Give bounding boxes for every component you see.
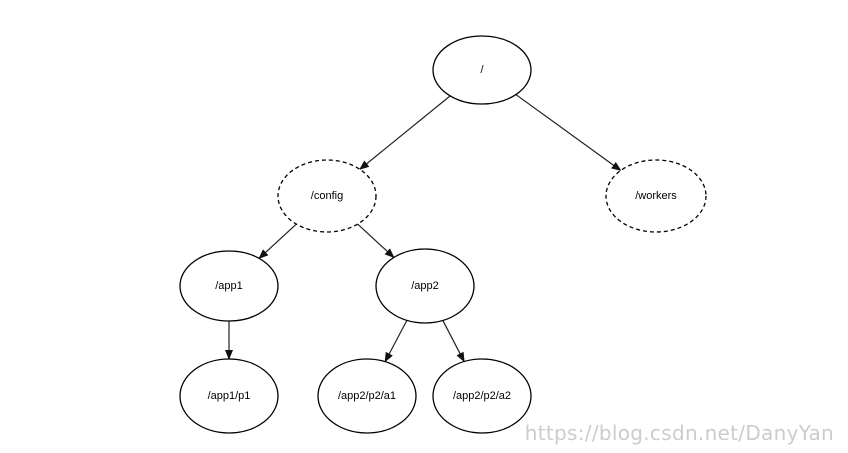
node-app2-p2-a1-label: /app2/p2/a1	[338, 390, 396, 402]
edge-root-to-workers	[515, 94, 622, 172]
node-app1-p1-label: /app1/p1	[208, 390, 251, 402]
watermark: https://blog.csdn.net/DanyYan	[524, 421, 834, 445]
node-app2-p2-a1: /app2/p2/a1	[317, 358, 417, 434]
node-app1-label: /app1	[215, 280, 243, 292]
edge-app2-to-app2-p2-a2	[442, 320, 465, 363]
node-root: /	[432, 35, 532, 105]
edge-root-to-config	[359, 95, 451, 170]
node-root-label: /	[480, 64, 484, 76]
node-app2-label: /app2	[411, 280, 439, 292]
edges	[225, 94, 622, 363]
edge-config-to-app2	[357, 223, 395, 259]
node-config-label: /config	[311, 190, 343, 202]
node-app2-p2-a2-label: /app2/p2/a2	[453, 390, 511, 402]
node-app2-ellipse	[375, 248, 475, 324]
node-config-ellipse	[277, 159, 377, 233]
node-app2-p2-a1-ellipse	[317, 358, 417, 434]
node-root-ellipse	[432, 35, 532, 105]
edge-app2-to-app2-p2-a1	[384, 320, 408, 363]
edge-config-to-app1	[258, 223, 297, 260]
node-workers-ellipse	[605, 159, 707, 233]
node-app1: /app1	[179, 250, 279, 322]
node-app2-p2-a2-ellipse	[432, 358, 532, 434]
node-config: /config	[277, 159, 377, 233]
node-app2: /app2	[375, 248, 475, 324]
node-app1-p1-ellipse	[179, 358, 279, 434]
node-app1-p1: /app1/p1	[179, 358, 279, 434]
node-app2-p2-a2: /app2/p2/a2	[432, 358, 532, 434]
node-app1-ellipse	[179, 250, 279, 322]
node-workers: /workers	[605, 159, 707, 233]
node-workers-label: /workers	[635, 190, 677, 202]
